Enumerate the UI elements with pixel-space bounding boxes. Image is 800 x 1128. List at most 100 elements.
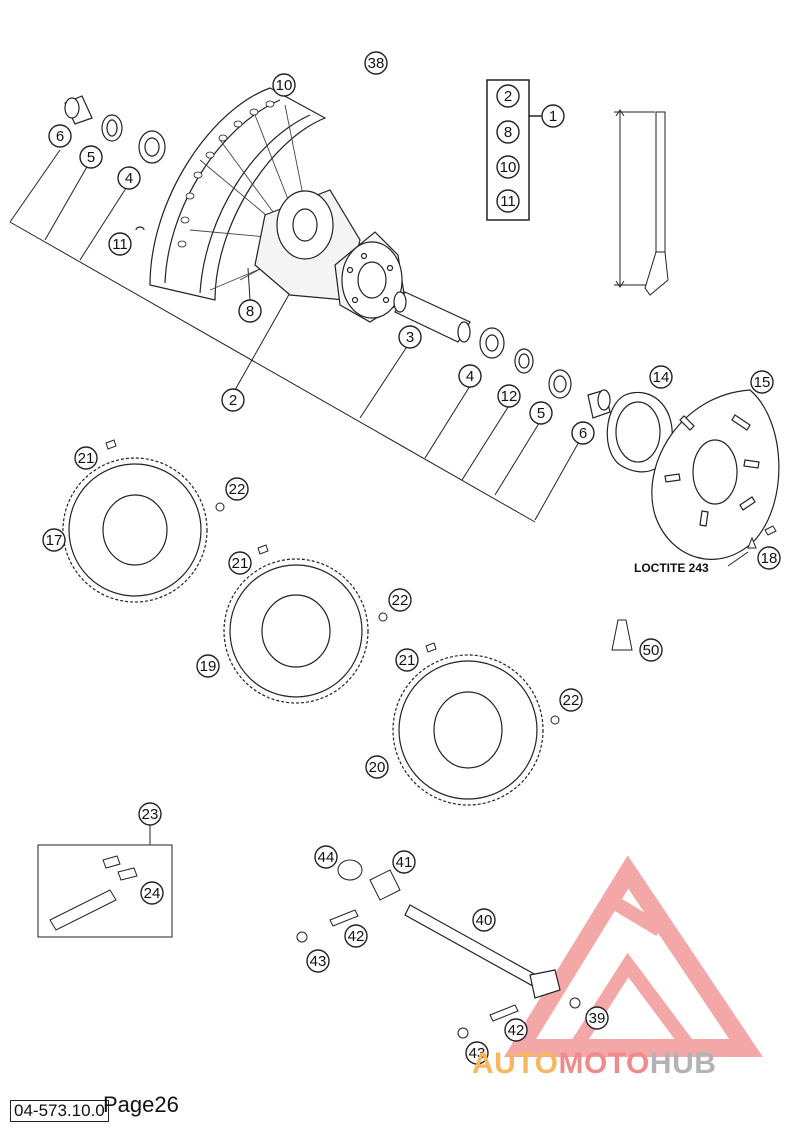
callout-21-c: 21 xyxy=(395,648,419,672)
disc-mount-ring xyxy=(606,391,673,473)
svg-text:43: 43 xyxy=(469,1045,486,1062)
svg-text:42: 42 xyxy=(348,928,365,945)
brake-disc xyxy=(651,389,780,560)
svg-text:11: 11 xyxy=(500,193,516,210)
callout-20: 20 xyxy=(365,755,389,779)
callout-group-2: 2 xyxy=(496,84,520,108)
watermark-part-moto: MOTO xyxy=(558,1047,650,1080)
callout-6-left: 6 xyxy=(48,124,72,148)
callout-group-10: 10 xyxy=(496,155,520,179)
loctite-annotation: LOCTITE 243 xyxy=(634,561,709,575)
callout-41: 41 xyxy=(392,850,416,874)
svg-text:42: 42 xyxy=(508,1022,525,1039)
svg-text:10: 10 xyxy=(276,77,293,94)
chain-adjuster xyxy=(337,859,401,901)
callout-19: 19 xyxy=(196,654,220,678)
sprocket-bolts xyxy=(105,439,560,725)
callout-group-8: 8 xyxy=(496,120,520,144)
svg-text:5: 5 xyxy=(537,405,545,422)
callout-15: 15 xyxy=(750,370,774,394)
sprocket-large xyxy=(62,457,208,603)
svg-text:39: 39 xyxy=(589,1010,606,1027)
svg-text:11: 11 xyxy=(112,236,128,253)
callout-39: 39 xyxy=(585,1006,609,1030)
callout-10-rim: 10 xyxy=(272,73,296,97)
svg-text:4: 4 xyxy=(466,368,474,385)
callout-4-right: 4 xyxy=(458,364,482,388)
svg-text:22: 22 xyxy=(392,592,409,609)
svg-text:15: 15 xyxy=(754,374,771,391)
watermark-logo-icon xyxy=(503,855,763,1057)
axle-tool xyxy=(614,109,669,296)
callout-3: 3 xyxy=(398,325,422,349)
callout-44: 44 xyxy=(314,845,338,869)
svg-text:4: 4 xyxy=(125,170,133,187)
callout-14: 14 xyxy=(649,365,673,389)
spacer-tube xyxy=(393,291,471,343)
callout-5-left: 5 xyxy=(79,145,103,169)
callout-17: 17 xyxy=(42,528,66,552)
svg-text:2: 2 xyxy=(229,392,237,409)
watermark-text: AUTOMOTOHUB xyxy=(472,1047,716,1081)
svg-text:41: 41 xyxy=(396,854,413,871)
disc-bolt xyxy=(727,525,777,567)
callout-50: 50 xyxy=(639,638,663,662)
svg-text:1: 1 xyxy=(549,108,557,125)
svg-text:22: 22 xyxy=(563,692,580,709)
right-bearing-set xyxy=(479,327,611,419)
wheel-rim xyxy=(149,87,327,301)
sprocket-medium xyxy=(223,558,369,704)
svg-text:20: 20 xyxy=(369,759,386,776)
svg-text:38: 38 xyxy=(368,55,385,72)
svg-text:43: 43 xyxy=(310,953,327,970)
svg-text:24: 24 xyxy=(144,885,161,902)
svg-text:23: 23 xyxy=(142,806,159,823)
svg-text:44: 44 xyxy=(318,849,335,866)
svg-text:8: 8 xyxy=(246,303,254,320)
callout-18: 18 xyxy=(757,546,781,570)
svg-text:40: 40 xyxy=(476,912,493,929)
callout-40: 40 xyxy=(472,908,496,932)
callout-21-a: 21 xyxy=(74,446,98,470)
svg-text:18: 18 xyxy=(761,550,778,567)
part-callouts: 1 2 8 10 11 38 10 6 5 4 11 8 2 3 4 12 5 … xyxy=(42,51,781,1065)
svg-text:6: 6 xyxy=(579,425,587,442)
svg-text:2: 2 xyxy=(504,88,512,105)
svg-text:8: 8 xyxy=(504,124,512,141)
sprocket-small xyxy=(392,654,544,806)
callout-43-a: 43 xyxy=(306,949,330,973)
callout-42-b: 42 xyxy=(504,1018,528,1042)
callout-22-c: 22 xyxy=(559,688,583,712)
document-code: 04-573.10.0 xyxy=(10,1100,109,1122)
loctite-tube-icon xyxy=(611,619,633,651)
svg-text:14: 14 xyxy=(653,369,670,386)
callout-1: 1 xyxy=(541,104,565,128)
callout-24: 24 xyxy=(140,881,164,905)
callout-group-11: 11 xyxy=(496,189,520,213)
svg-text:19: 19 xyxy=(200,658,217,675)
svg-text:12: 12 xyxy=(501,388,518,405)
callout-8: 8 xyxy=(238,299,262,323)
svg-text:21: 21 xyxy=(399,652,416,669)
svg-text:10: 10 xyxy=(500,159,517,176)
svg-text:5: 5 xyxy=(87,149,95,166)
callout-6-right: 6 xyxy=(571,421,595,445)
wheel-hub xyxy=(254,189,406,323)
callout-22-b: 22 xyxy=(388,588,412,612)
svg-text:21: 21 xyxy=(232,555,249,572)
callout-22-a: 22 xyxy=(225,477,249,501)
assembly-group-box xyxy=(486,79,542,221)
watermark-part-hub: HUB xyxy=(649,1047,717,1080)
callout-42-a: 42 xyxy=(344,924,368,948)
callout-11: 11 xyxy=(108,232,132,256)
left-bearing-set xyxy=(64,95,166,231)
svg-text:6: 6 xyxy=(56,128,64,145)
callout-12: 12 xyxy=(497,384,521,408)
callout-4-left: 4 xyxy=(117,166,141,190)
callout-5-right: 5 xyxy=(529,401,553,425)
callout-21-b: 21 xyxy=(228,551,252,575)
chain-box xyxy=(37,825,173,938)
callout-2: 2 xyxy=(221,388,245,412)
